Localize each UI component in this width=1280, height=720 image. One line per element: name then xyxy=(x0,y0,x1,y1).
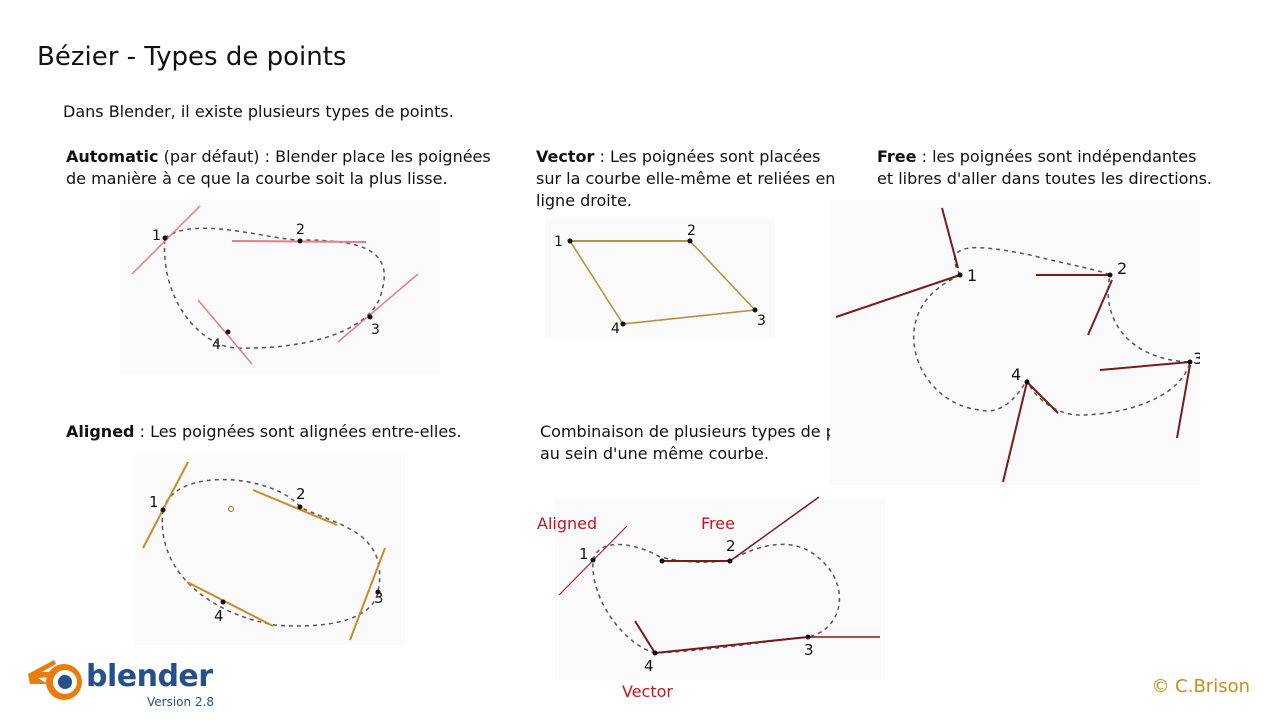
vector-text-2: sur la courbe elle-même et reliées en xyxy=(536,169,836,188)
blender-logo-icon xyxy=(28,660,82,700)
vector-point-2: 2 xyxy=(687,223,696,239)
combo-label-free: Free xyxy=(701,514,735,533)
aligned-point-1: 1 xyxy=(149,493,159,511)
intro-text: Dans Blender, il existe plusieurs types … xyxy=(63,102,454,121)
vector-text-1: : Les poignées sont placées xyxy=(594,147,821,166)
combo-label-aligned: Aligned xyxy=(537,514,597,533)
aligned-point-2: 2 xyxy=(296,485,306,503)
free-description: Free : les poignées sont indépendantes e… xyxy=(877,146,1212,190)
automatic-description: Automatic (par défaut) : Blender place l… xyxy=(66,146,491,190)
page-title: Bézier - Types de points xyxy=(37,42,347,72)
automatic-point-1: 1 xyxy=(152,228,161,244)
automatic-name: Automatic xyxy=(66,147,159,166)
aligned-text-1: : Les poignées sont alignées entre-elles… xyxy=(134,422,462,441)
automatic-text-2: de manière à ce que la courbe soit la pl… xyxy=(66,169,448,188)
automatic-point-4: 4 xyxy=(212,337,221,353)
aligned-curve xyxy=(161,478,381,627)
combo-point-3: 3 xyxy=(804,641,814,659)
aligned-point-3: 3 xyxy=(374,589,384,607)
combo-curve-figure: Aligned Free Vector 1 2 3 4 xyxy=(537,496,885,701)
vector-curve-figure: 1 2 3 4 xyxy=(545,218,775,338)
vector-point-3: 3 xyxy=(757,313,766,329)
free-text-2: et libres d'aller dans toutes les direct… xyxy=(877,169,1213,188)
combo-label-vector: Vector xyxy=(622,682,673,701)
combo-point-2: 2 xyxy=(726,537,736,555)
blender-brand-text: blender xyxy=(86,659,213,694)
combo-point-4: 4 xyxy=(644,657,654,675)
aligned-point-4: 4 xyxy=(214,607,224,625)
combo-text-1: Combinaison de plusieurs types de points xyxy=(540,422,875,441)
aligned-name: Aligned xyxy=(66,422,135,441)
automatic-curve xyxy=(163,227,385,349)
free-curve xyxy=(913,246,1191,416)
free-point-3: 3 xyxy=(1193,349,1200,368)
aligned-curve-figure: 1 2 3 4 xyxy=(135,455,405,645)
automatic-point-3: 3 xyxy=(371,322,380,338)
vector-point-4: 4 xyxy=(611,321,620,337)
combo-text-2: au sein d'une même courbe. xyxy=(540,444,769,463)
free-text-1: : les poignées sont indépendantes xyxy=(916,147,1197,166)
combo-point-1: 1 xyxy=(579,545,589,563)
free-point-2: 2 xyxy=(1117,259,1127,278)
automatic-point-2: 2 xyxy=(296,222,305,238)
vector-description: Vector : Les poignées sont placées sur l… xyxy=(536,146,835,212)
copyright-text: © C.Brison xyxy=(1151,676,1250,697)
free-name: Free xyxy=(877,147,917,166)
aligned-description: Aligned : Les poignées sont alignées ent… xyxy=(66,421,462,443)
vector-name: Vector xyxy=(536,147,595,166)
vector-point-1: 1 xyxy=(554,234,563,250)
combo-description: Combinaison de plusieurs types de points… xyxy=(540,421,875,465)
vector-text-3: ligne droite. xyxy=(536,191,632,210)
free-point-1: 1 xyxy=(967,266,977,285)
blender-version: Version 2.8 xyxy=(147,695,215,709)
automatic-curve-figure: 1 2 3 4 xyxy=(120,200,440,375)
free-point-4: 4 xyxy=(1011,365,1021,384)
free-curve-figure: 1 2 3 4 xyxy=(830,200,1200,485)
automatic-text-1: (par défaut) : Blender place les poignée… xyxy=(158,147,491,166)
